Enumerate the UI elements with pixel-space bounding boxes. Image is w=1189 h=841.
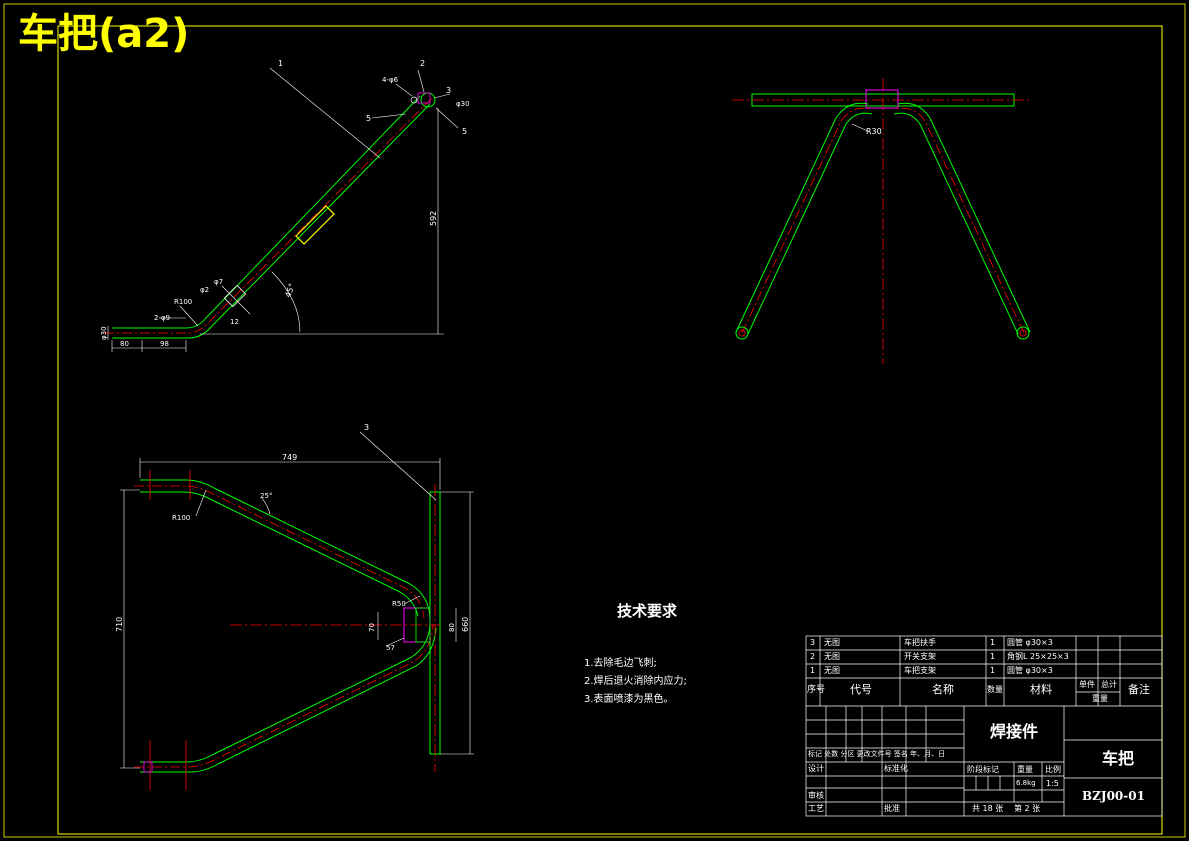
side-label-dim592: 592	[429, 211, 438, 226]
sheet-no: 第 2 张	[1014, 804, 1041, 813]
bom-row-code: 无图	[824, 638, 840, 647]
side-label-part3: 3	[446, 86, 451, 95]
bom-row-no: 3	[810, 638, 816, 647]
scale-value: 1:5	[1046, 779, 1059, 788]
bom-row-no: 1	[810, 666, 816, 675]
bom-header-material: 材料	[1030, 683, 1052, 696]
side-label-part5a: 5	[366, 114, 371, 123]
side-label-part2: 2	[420, 59, 425, 68]
side-label-part5b: 5	[462, 127, 467, 136]
front-label-dim749: 749	[282, 453, 297, 462]
bom-header-remark: 备注	[1128, 683, 1150, 696]
bom-row-name: 车把支架	[904, 666, 936, 675]
stage-label: 阶段标记	[967, 765, 999, 774]
bom-row-code: 无图	[824, 652, 840, 661]
bom-row-code: 无图	[824, 666, 840, 675]
side-label-part1: 1	[278, 59, 283, 68]
front-label-r100: R100	[172, 514, 190, 522]
tech-requirements-title: 技术要求	[617, 602, 678, 620]
top-label-r30: R30	[866, 127, 882, 136]
title-block	[805, 635, 1163, 817]
front-label-dim660: 660	[461, 617, 470, 632]
sign-row: 标记 处数 分区 更改文件号 签名 年、月、日	[808, 750, 946, 758]
side-label-dim12: 12	[230, 318, 239, 326]
front-label-r50: R50	[392, 600, 406, 608]
outer-frame	[3, 3, 1186, 838]
review-label: 审核	[808, 791, 824, 800]
side-label-dia30: φ30	[456, 100, 470, 108]
front-view: 3 749 25° R100 710 R50 70 80 660 57	[115, 423, 474, 790]
bom-header-name: 名称	[932, 683, 954, 696]
top-view: R30	[732, 78, 1032, 364]
tech-item-1: 1.去除毛边飞刺;	[584, 658, 657, 669]
bom-header-weight: 重量	[1092, 694, 1108, 703]
side-label-hole4: 4-φ6	[382, 76, 399, 84]
bom-row-name: 开关支架	[904, 652, 936, 661]
front-label-part3: 3	[364, 423, 369, 432]
side-label-r100: R100	[174, 298, 192, 306]
tech-item-2: 2.焊后退火消除内应力;	[584, 676, 687, 687]
standardize-label: 标准化	[884, 764, 908, 773]
bom-row-material: 圆管 φ30×3	[1007, 666, 1053, 675]
side-view: 1 2 3 4-φ6 φ30 5 5 592 45° φ7 φ2 12 R100…	[100, 59, 470, 352]
weight-value: 6.8kg	[1016, 779, 1036, 787]
scale-label: 比例	[1045, 765, 1061, 774]
front-label-dim70: 70	[368, 623, 376, 632]
approve-label: 批准	[884, 804, 900, 813]
bom-header-code: 代号	[850, 683, 872, 696]
bom-row-name: 车把扶手	[904, 638, 936, 647]
drawing-code: BZJ00-01	[1082, 789, 1145, 803]
drawing-name: 车把	[1102, 749, 1135, 768]
bom-row-qty: 1	[990, 666, 996, 675]
sheet-title: 车把(a2)	[18, 11, 190, 57]
side-label-holes2: 2-φ9	[154, 314, 170, 322]
side-label-phi2: φ2	[200, 286, 209, 294]
front-label-dim80: 80	[448, 623, 456, 632]
bom-row-no: 2	[810, 652, 816, 661]
bom-row-material: 圆管 φ30×3	[1007, 638, 1053, 647]
weight-label: 重量	[1017, 765, 1033, 774]
sheets-total: 共 18 张	[972, 804, 1004, 813]
side-label-dia30left: φ30	[100, 326, 108, 340]
bom-header-unit: 单件	[1079, 680, 1095, 689]
bom-row-qty: 1	[990, 652, 996, 661]
side-label-dim98: 98	[160, 340, 169, 348]
assembly-type: 焊接件	[990, 722, 1039, 741]
bom-header-no: 序号	[807, 685, 826, 695]
tech-item-3: 3.表面喷漆为黑色。	[584, 694, 674, 705]
front-label-dim710: 710	[115, 617, 124, 632]
front-label-dim57: 57	[386, 644, 395, 652]
bom-row-material: 角钢L 25×25×3	[1007, 652, 1069, 661]
side-label-angle: 45°	[283, 282, 296, 298]
side-label-dim80: 80	[120, 340, 129, 348]
design-label: 设计	[808, 764, 824, 773]
process-label: 工艺	[808, 804, 824, 813]
bom-header-qty: 数量	[987, 685, 1003, 694]
front-label-angle25: 25°	[260, 492, 272, 500]
side-label-phi7: φ7	[214, 278, 223, 286]
inner-frame	[57, 25, 1163, 835]
bom-row-qty: 1	[990, 638, 996, 647]
bom-header-total: 总计	[1101, 680, 1117, 689]
